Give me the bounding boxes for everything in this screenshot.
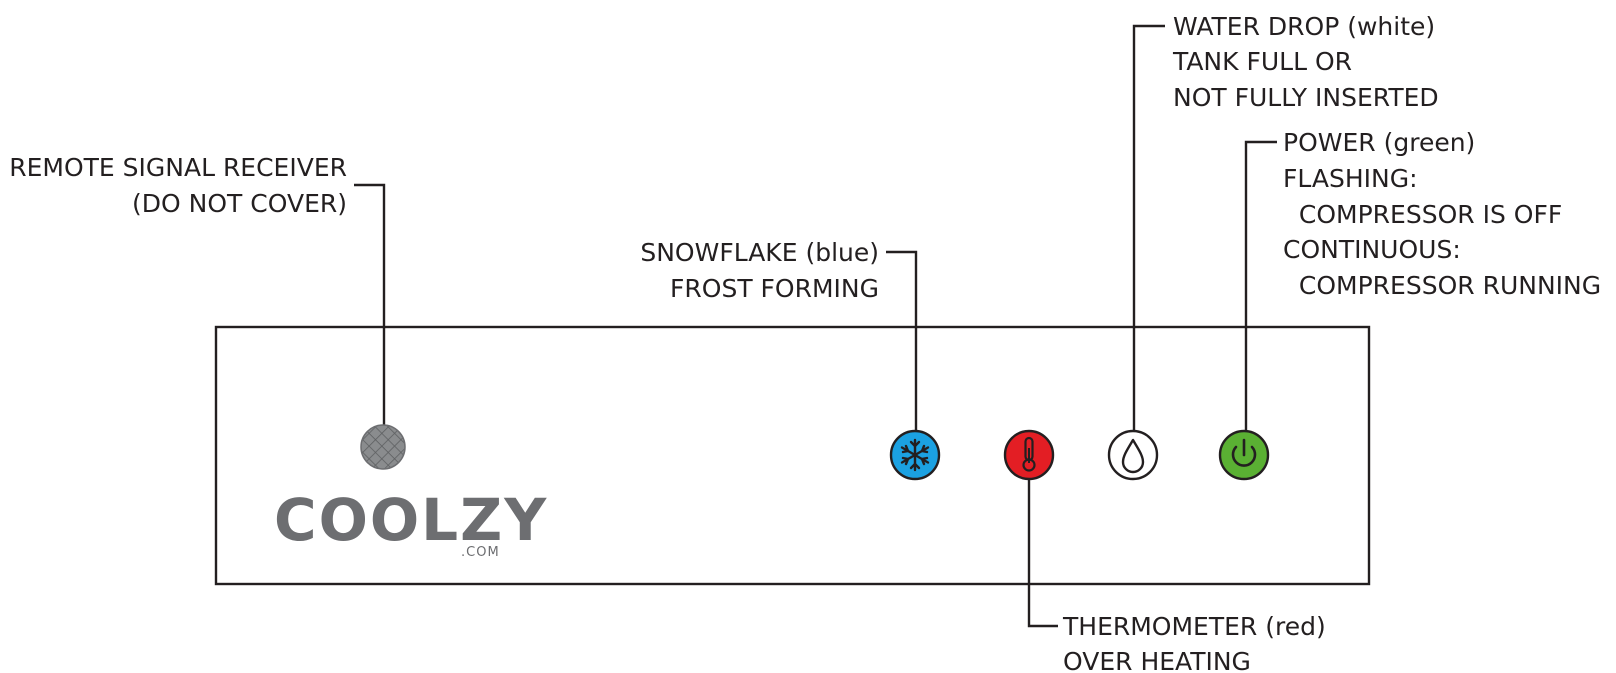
snowflake-label-line-1: SNOWFLAKE (blue) [640, 238, 879, 267]
thermometer-callout: THERMOMETER (red) OVER HEATING [1003, 429, 1326, 673]
logo-wordmark: COOLZY [274, 486, 548, 554]
remote-receiver-callout: REMOTE SIGNAL RECEIVER (DO NOT COVER) [9, 153, 406, 470]
power-leader-line [1244, 140, 1277, 430]
power-callout: POWER (green) FLASHING: COMPRESSOR IS OF… [0, 0, 1616, 481]
water-drop-leader-line [1132, 24, 1165, 430]
snowflake-icon [889, 429, 941, 481]
power-label-line-1: POWER (green) [1283, 128, 1475, 157]
power-label-line-3: COMPRESSOR IS OFF [0, 0, 1602, 229]
thermometer-label-line-1: THERMOMETER (red) [1062, 612, 1326, 641]
thermometer-leader-line [1027, 480, 1058, 628]
logo-suffix: .COM [461, 545, 500, 560]
thermometer-icon [1003, 429, 1055, 481]
water-drop-label-line-3: NOT FULLY INSERTED [1173, 83, 1439, 112]
water-drop-icon [1107, 429, 1159, 481]
power-label-line-5: COMPRESSOR RUNNING [0, 0, 1616, 300]
water-drop-callout: WATER DROP (white) TANK FULL OR NOT FULL… [1107, 12, 1439, 481]
snowflake-leader-line [886, 250, 918, 430]
remote-label-line-1: REMOTE SIGNAL RECEIVER [9, 153, 347, 182]
thermometer-label-line-2: OVER HEATING [1063, 647, 1251, 673]
water-drop-label-line-1: WATER DROP (white) [1173, 12, 1435, 41]
water-drop-label-line-2: TANK FULL OR [1172, 47, 1352, 76]
power-label-line-4: CONTINUOUS: [1283, 235, 1461, 264]
snowflake-label-line-2: FROST FORMING [670, 274, 879, 303]
control-panel-outline [214, 325, 1371, 586]
power-label-line-2: FLASHING: [1283, 164, 1418, 193]
remote-leader-line [354, 183, 386, 430]
remote-label-line-2: (DO NOT COVER) [132, 189, 347, 218]
snowflake-callout: SNOWFLAKE (blue) FROST FORMING [640, 238, 941, 481]
coolzy-logo: COOLZY .COM [274, 486, 548, 560]
remote-receiver-icon [360, 424, 406, 470]
power-icon [1218, 429, 1270, 481]
